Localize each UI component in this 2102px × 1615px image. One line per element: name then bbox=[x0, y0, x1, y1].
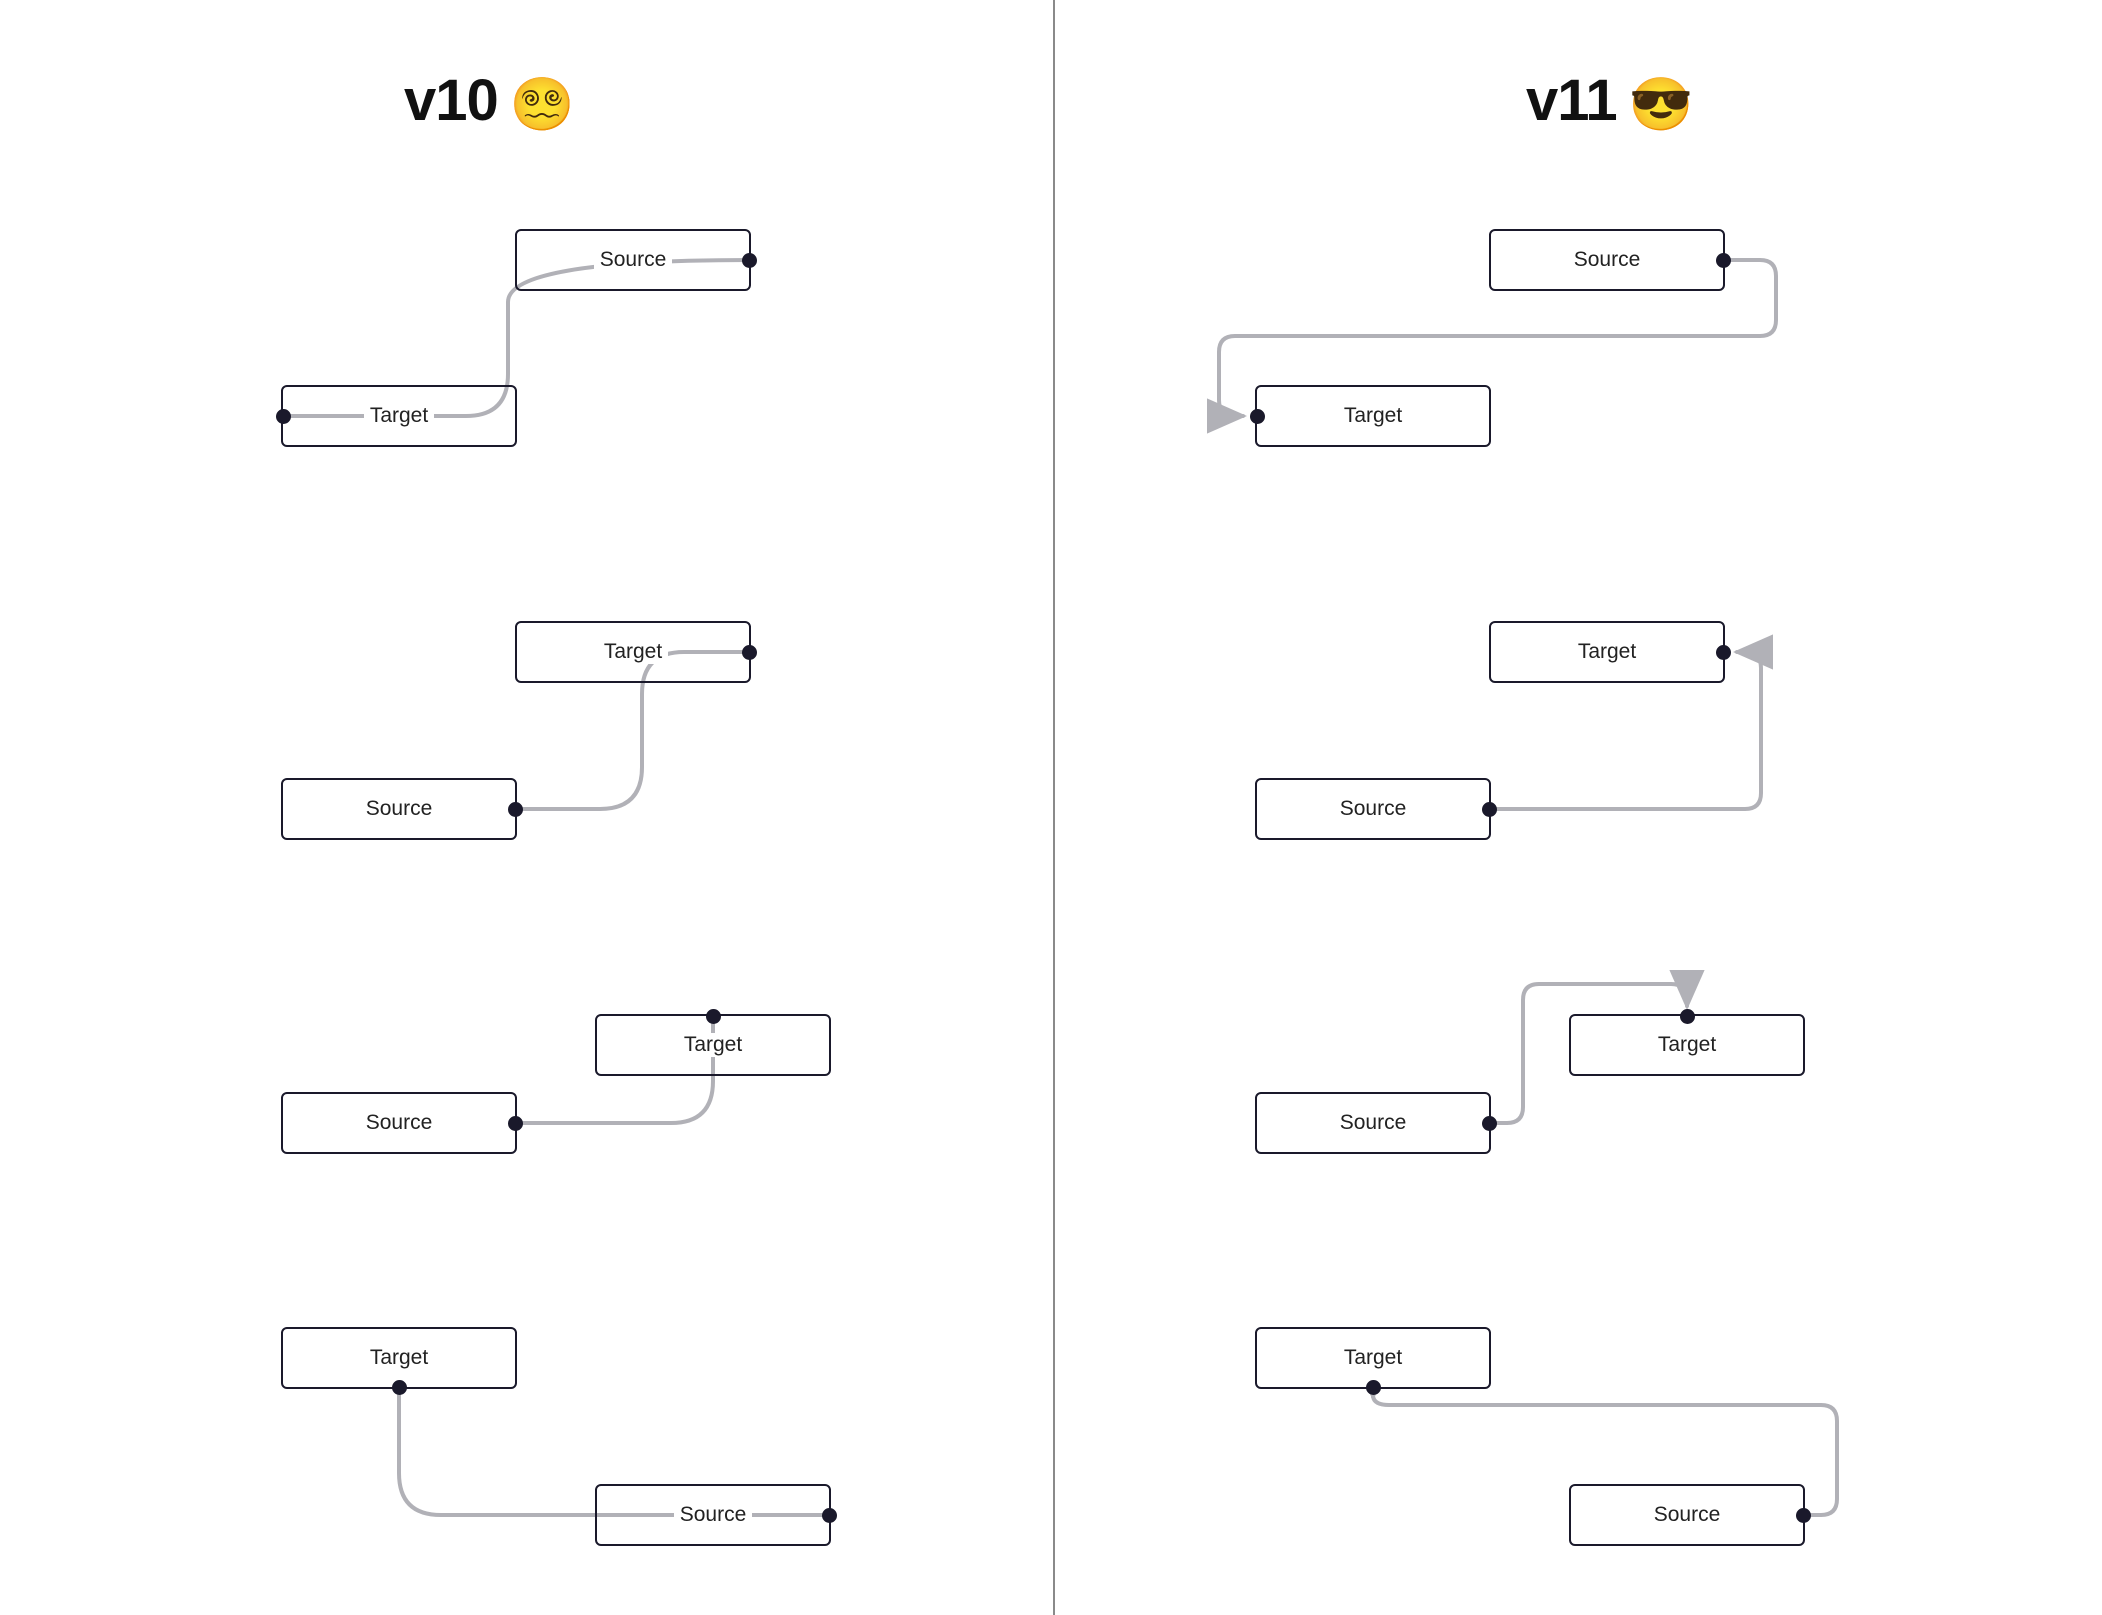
node-target-case-4-v11[interactable]: Target bbox=[1255, 1327, 1491, 1395]
connection-handle-right[interactable] bbox=[741, 252, 757, 268]
node-label: Source bbox=[1573, 248, 1641, 271]
connection-handle-bottom[interactable] bbox=[1365, 1379, 1381, 1395]
node-label: Target bbox=[363, 1346, 435, 1370]
node-source-case-3-v10[interactable]: Source bbox=[281, 1092, 523, 1154]
column-title-v10-text: v10 bbox=[404, 68, 499, 133]
connection-handle-right[interactable] bbox=[1795, 1507, 1811, 1523]
node-label: Source bbox=[359, 1111, 439, 1135]
node-label: Target bbox=[1657, 1033, 1717, 1056]
node-source-case-1-v11[interactable]: Source bbox=[1489, 229, 1731, 291]
node-label: Source bbox=[1339, 797, 1407, 820]
connection-handle-top[interactable] bbox=[1679, 1008, 1695, 1024]
connection-handle-right[interactable] bbox=[821, 1507, 837, 1523]
connection-handle-left[interactable] bbox=[1249, 408, 1265, 424]
node-label: Target bbox=[597, 640, 669, 664]
connection-handle-right[interactable] bbox=[1481, 1115, 1497, 1131]
node-source-case-2-v10[interactable]: Source bbox=[281, 778, 523, 840]
node-target-case-3-v11[interactable]: Target bbox=[1569, 1008, 1805, 1076]
column-divider bbox=[1053, 0, 1055, 1615]
node-target-case-1-v11[interactable]: Target bbox=[1249, 385, 1491, 447]
column-title-v10: v10😵‍💫 bbox=[404, 72, 575, 134]
face-with-spiral-eyes-emoji: 😵‍💫 bbox=[509, 76, 575, 134]
node-target-case-2-v11[interactable]: Target bbox=[1489, 621, 1731, 683]
node-label: Target bbox=[677, 1033, 749, 1057]
node-source-case-4-v11[interactable]: Source bbox=[1569, 1484, 1811, 1546]
node-target-case-2-v10[interactable]: Target bbox=[515, 621, 757, 683]
connection-handle-right[interactable] bbox=[1715, 252, 1731, 268]
node-label: Source bbox=[593, 248, 673, 272]
node-target-case-1-v10[interactable]: Target bbox=[275, 385, 517, 447]
connection-handle-left[interactable] bbox=[275, 408, 291, 424]
connection-handle-right[interactable] bbox=[507, 1115, 523, 1131]
connection-handle-right[interactable] bbox=[1715, 644, 1731, 660]
node-target-case-4-v10[interactable]: Target bbox=[281, 1327, 517, 1395]
connection-handle-top[interactable] bbox=[705, 1008, 721, 1024]
node-target-case-3-v10[interactable]: Target bbox=[595, 1008, 831, 1076]
connection-handle-bottom[interactable] bbox=[391, 1379, 407, 1395]
node-label: Source bbox=[359, 797, 439, 821]
node-source-case-4-v10[interactable]: Source bbox=[595, 1484, 837, 1546]
column-title-v11-text: v11 bbox=[1526, 68, 1618, 133]
connection-handle-right[interactable] bbox=[741, 644, 757, 660]
smiling-face-with-sunglasses-emoji: 😎 bbox=[1628, 76, 1694, 134]
node-source-case-3-v11[interactable]: Source bbox=[1255, 1092, 1497, 1154]
column-title-v11: v11😎 bbox=[1526, 72, 1694, 134]
node-label: Source bbox=[673, 1503, 753, 1527]
node-label: Source bbox=[1653, 1503, 1721, 1526]
connection-handle-right[interactable] bbox=[1481, 801, 1497, 817]
node-source-case-1-v10[interactable]: Source bbox=[515, 229, 757, 291]
node-label: Target bbox=[363, 404, 435, 428]
node-label: Target bbox=[1577, 640, 1637, 663]
node-label: Target bbox=[1343, 404, 1403, 427]
node-source-case-2-v11[interactable]: Source bbox=[1255, 778, 1497, 840]
connection-handle-right[interactable] bbox=[507, 801, 523, 817]
node-label: Target bbox=[1343, 1346, 1403, 1369]
node-label: Source bbox=[1339, 1111, 1407, 1134]
